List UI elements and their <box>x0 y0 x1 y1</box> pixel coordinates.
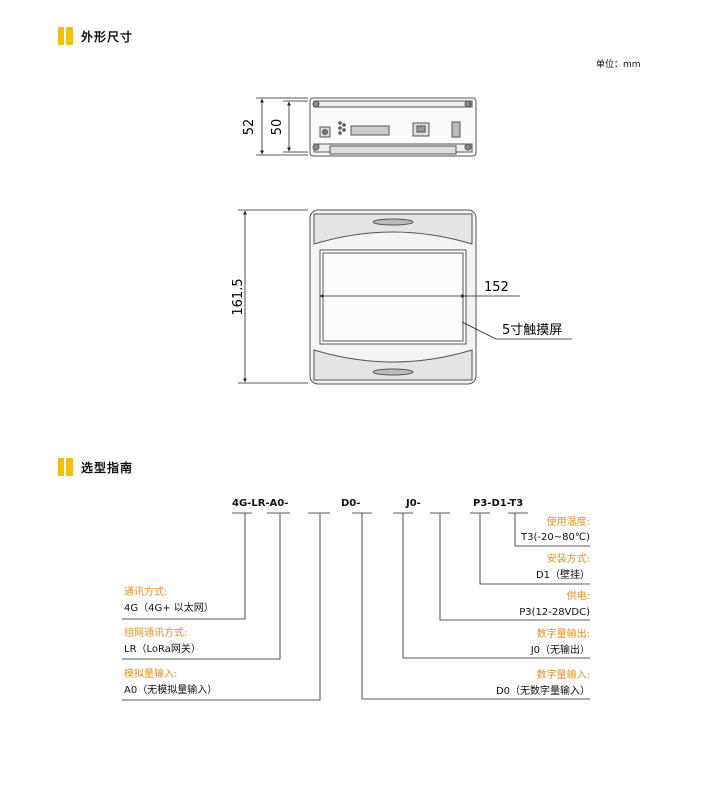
option-title-analog-input: 模拟量输入: <box>124 667 177 680</box>
front-width-dimension: 152 <box>484 280 509 295</box>
option-value-digital-output: J0（无输出） <box>530 643 590 656</box>
section-marker <box>58 458 64 476</box>
option-title-communication: 通讯方式: <box>124 585 167 598</box>
model-code-part3: J0- <box>405 498 421 509</box>
option-value-network: LR（LoRa网关） <box>124 642 201 655</box>
selection-section-title: 选型指南 <box>81 460 134 475</box>
option-value-analog-input: A0（无模拟量输入） <box>124 683 217 696</box>
dimension-drawing: 52 50 161.5 152 5寸触摸屏 <box>231 97 572 385</box>
option-title-digital-output: 数字量输出: <box>537 627 590 640</box>
option-title-temperature: 使用温度: <box>547 515 590 528</box>
option-value-temperature: T3(-20~80℃) <box>520 532 590 543</box>
side-inner-dimension: 50 <box>270 119 285 136</box>
dimensions-section-title: 外形尺寸 <box>81 29 134 44</box>
selection-section-header: 选型指南 <box>58 458 133 476</box>
option-title-mounting: 安装方式: <box>547 552 590 565</box>
option-value-mounting: D1（壁挂） <box>536 568 590 581</box>
option-value-power: P3(12-28VDC) <box>519 607 590 618</box>
option-value-communication: 4G（4G+ 以太网） <box>124 601 214 614</box>
selection-guide-diagram: 4G-LR-A0- D0- J0- P3-D1-T3 通讯方式: 4G（4G+ … <box>122 498 590 701</box>
dimensions-section-header: 外形尺寸 <box>58 27 133 45</box>
section-marker <box>66 458 73 476</box>
model-code-part1: 4G-LR-A0- <box>232 498 288 509</box>
unit-label: 单位：mm <box>596 60 641 70</box>
side-view <box>309 97 477 157</box>
screen-label: 5寸触摸屏 <box>502 323 562 338</box>
section-marker <box>66 27 73 45</box>
model-code-part2: D0- <box>341 498 360 509</box>
option-value-digital-input: D0（无数字量输入） <box>496 684 590 697</box>
option-title-network: 组网通讯方式: <box>124 626 187 639</box>
section-marker <box>58 27 64 45</box>
side-outer-dimension: 52 <box>242 119 257 136</box>
option-title-digital-input: 数字量输入: <box>537 668 590 681</box>
leader-lines <box>122 512 590 701</box>
model-code-part4: P3-D1-T3 <box>473 498 523 509</box>
front-view <box>309 209 477 385</box>
option-title-power: 供电: <box>567 589 590 602</box>
front-height-dimension: 161.5 <box>231 278 246 315</box>
